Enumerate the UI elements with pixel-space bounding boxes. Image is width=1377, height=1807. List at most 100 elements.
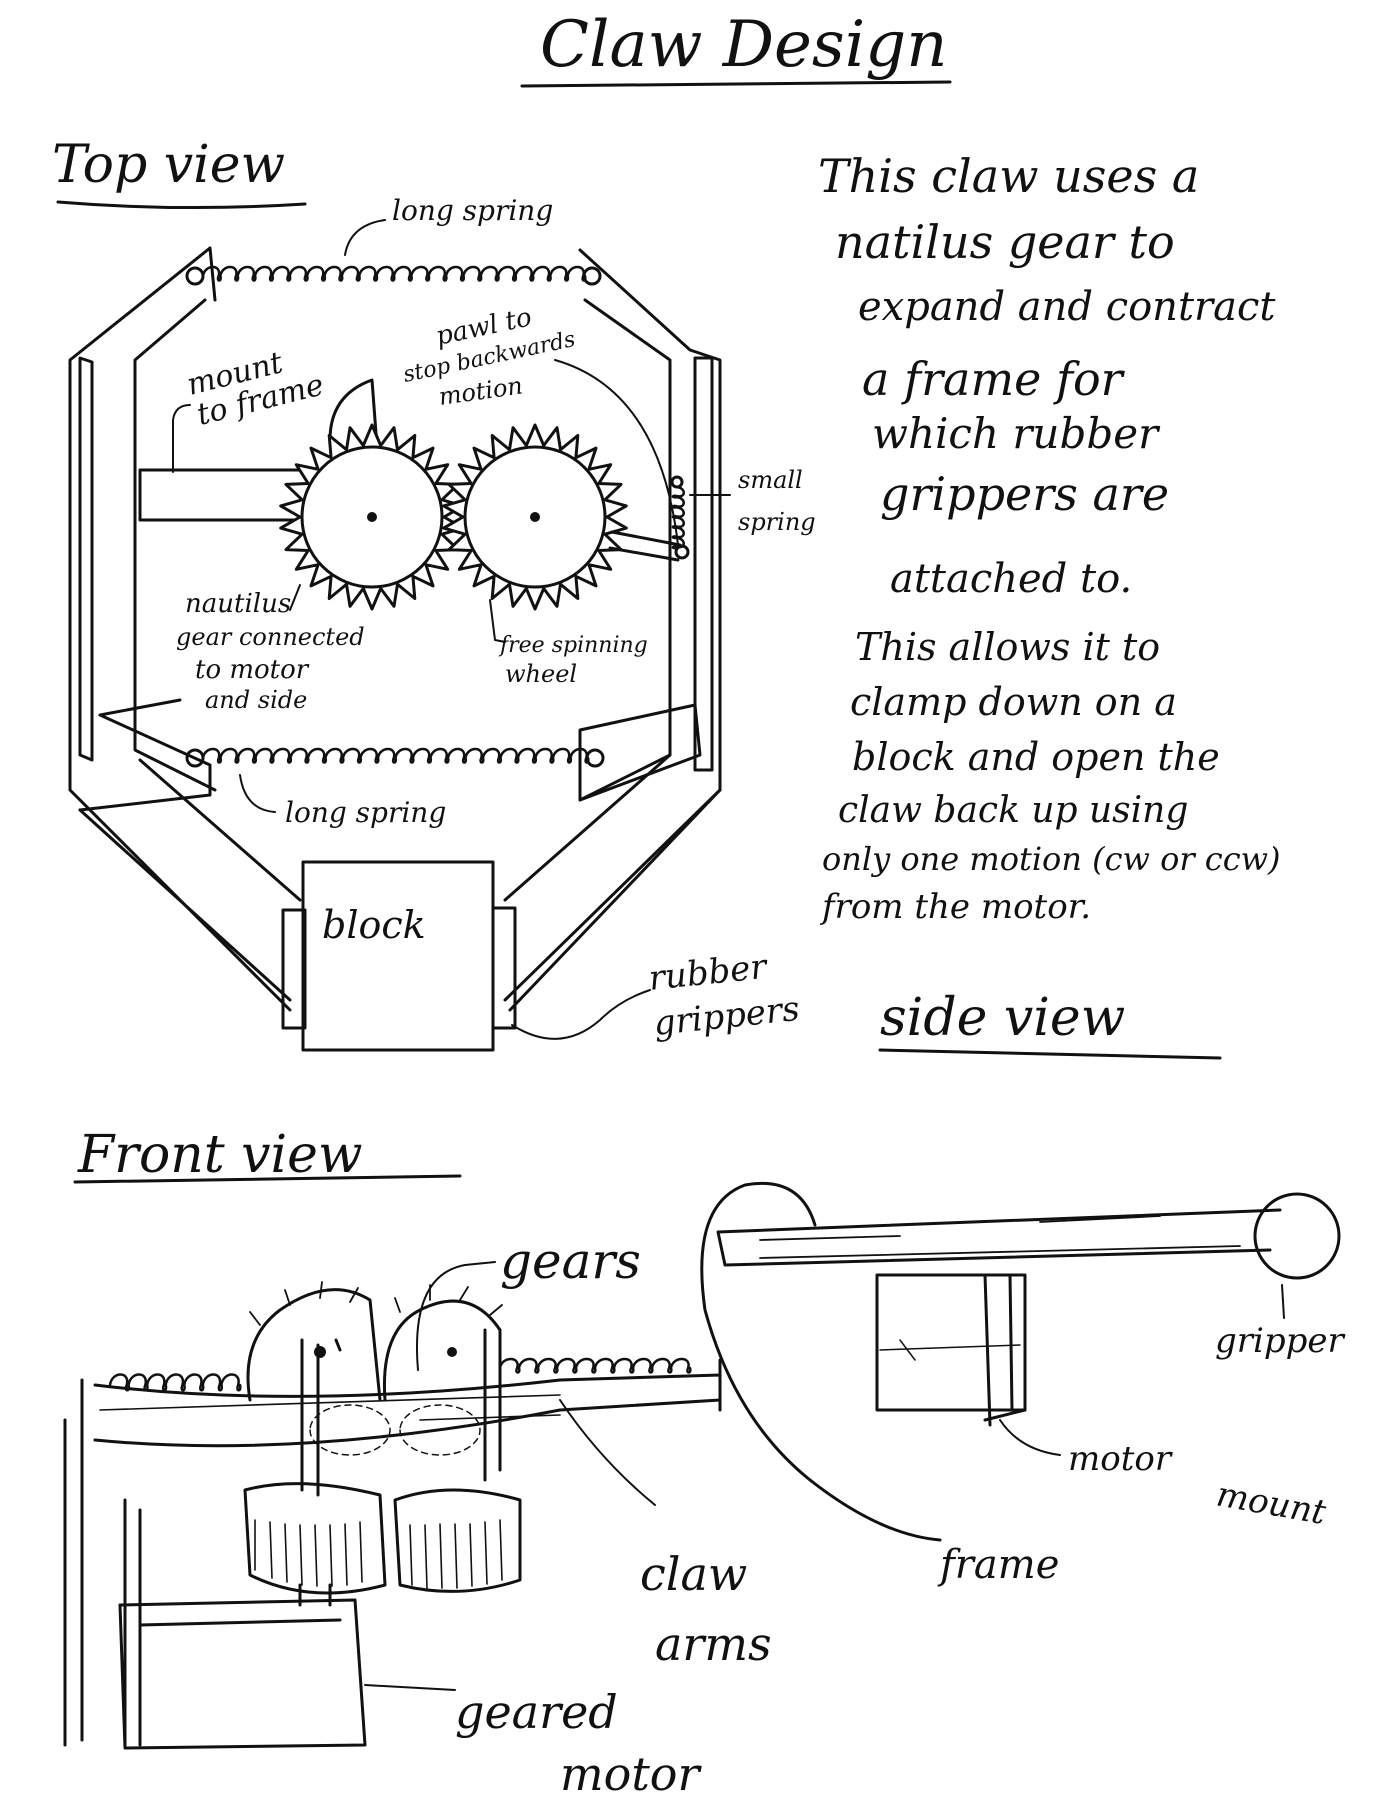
side-frame-bar	[716, 1208, 1282, 1267]
front-motor	[118, 1598, 367, 1750]
leader-motor-mount	[999, 1419, 1061, 1456]
front-view-heading: Front view	[77, 1125, 362, 1185]
bottom-long-spring	[185, 747, 605, 768]
front-view-drawing: gears claw arms geared motor	[63, 1232, 772, 1801]
front-drum-hatch	[254, 1519, 503, 1589]
description-line: This allows it to	[855, 625, 1160, 669]
description-line: only one motion (cw or ccw)	[822, 840, 1281, 878]
label-small-spring-1: small	[738, 466, 803, 494]
label-frame: frame	[937, 1542, 1059, 1588]
left-rail	[78, 356, 94, 762]
label-motor-mount-2: mount	[1213, 1474, 1329, 1533]
leader-mount	[172, 404, 191, 473]
frame-bottom-left	[78, 698, 212, 812]
description-line: natilus gear to	[835, 215, 1175, 269]
front-view-underline	[73, 1174, 462, 1184]
description-line: a frame for	[862, 352, 1126, 406]
side-view-drawing: gripper motor mount frame	[700, 1181, 1346, 1588]
label-long-spring-top: long spring	[392, 194, 553, 227]
leader-free-wheel	[489, 599, 506, 643]
mount-bar	[138, 468, 307, 522]
leader-long-spring-top	[344, 219, 386, 256]
front-right-drum	[393, 1488, 522, 1593]
nautilus-gear	[279, 423, 465, 611]
label-small-spring-2: spring	[738, 508, 816, 536]
leader-claw-arms	[559, 1399, 656, 1506]
side-view-heading: side view	[880, 988, 1125, 1048]
front-motor-shaft	[298, 1583, 332, 1607]
small-spring	[608, 475, 690, 562]
description-text: This claw uses a natilus gear to expand …	[818, 149, 1281, 927]
label-nautilus-1: nautilus	[185, 589, 291, 619]
pawl	[328, 378, 380, 462]
page-title: Claw Design	[540, 8, 947, 82]
label-claw-arms-2: arms	[655, 1617, 772, 1671]
right-arm	[503, 753, 722, 1002]
leader-pawl	[554, 359, 679, 546]
description-line: which rubber	[872, 409, 1161, 458]
leader-gears	[416, 1261, 496, 1371]
front-left-drum	[243, 1482, 387, 1595]
leader-long-spring-bottom	[239, 774, 276, 813]
description-line: This claw uses a	[818, 149, 1199, 203]
side-frame-hatch	[759, 1215, 1241, 1259]
outer-frame	[68, 246, 722, 1012]
leader-gripper	[1281, 1284, 1285, 1319]
right-gripper	[491, 906, 517, 1030]
title-underline	[520, 80, 952, 88]
side-frame-curve	[700, 1181, 942, 1542]
right-rail	[693, 356, 714, 772]
label-nautilus-2: gear connected	[176, 623, 365, 651]
front-left-spring	[108, 1373, 242, 1392]
side-gripper	[1253, 1192, 1341, 1280]
label-nautilus-3: to motor	[195, 655, 310, 685]
label-free-wheel-2: wheel	[505, 660, 577, 688]
leader-nautilus	[289, 584, 301, 611]
description-line: from the motor.	[819, 887, 1091, 927]
front-arm-hatch	[99, 1394, 561, 1421]
front-shaft-hole	[314, 1346, 326, 1358]
front-right-gear	[382, 1299, 502, 1402]
side-view-underline	[878, 1048, 1222, 1060]
label-rubber-grippers-2: grippers	[652, 989, 802, 1044]
leader-geared-motor	[364, 1684, 456, 1691]
description-line: claw back up using	[838, 790, 1188, 831]
description-line: grippers are	[880, 467, 1169, 521]
label-motor-mount-1: motor	[1068, 1439, 1173, 1479]
label-geared-motor-1: geared	[455, 1685, 618, 1739]
description-line: attached to.	[890, 556, 1132, 602]
side-motor	[875, 1273, 1027, 1412]
block-label: block	[322, 903, 426, 947]
top-view-underline	[56, 200, 307, 210]
description-line: block and open the	[852, 735, 1220, 779]
label-rubber-grippers-1: rubber	[647, 947, 770, 999]
front-gear-teeth	[249, 1281, 503, 1326]
top-view-heading: Top view	[52, 135, 285, 195]
label-free-wheel-1: free spinning	[498, 633, 648, 658]
free-spinning-wheel	[442, 423, 628, 611]
front-claw-arms	[93, 1358, 722, 1448]
front-left-frame	[63, 1378, 142, 1747]
front-shafts	[300, 1328, 502, 1497]
label-nautilus-4: and side	[205, 686, 307, 714]
top-long-spring	[185, 265, 602, 286]
front-right-spring	[498, 1357, 692, 1374]
block	[301, 860, 495, 1052]
label-gears: gears	[500, 1232, 641, 1290]
leader-rubber-grippers	[511, 989, 651, 1040]
label-claw-arms-1: claw	[640, 1547, 747, 1601]
label-geared-motor-2: motor	[560, 1747, 702, 1801]
front-hidden-gears	[309, 1404, 481, 1456]
description-line: clamp down on a	[850, 680, 1177, 724]
label-long-spring-bottom: long spring	[285, 796, 446, 829]
front-shaft-hole	[447, 1347, 457, 1357]
description-line: expand and contract	[858, 284, 1276, 330]
front-left-gear	[246, 1288, 382, 1402]
left-gripper	[281, 908, 307, 1030]
top-view-drawing: block long spring mount to frame pawl to…	[68, 194, 816, 1052]
label-gripper: gripper	[1215, 1321, 1346, 1361]
side-motor-shading	[879, 1339, 1021, 1361]
frame-bottom-right	[578, 703, 702, 802]
side-motor-mount	[983, 1273, 1027, 1427]
